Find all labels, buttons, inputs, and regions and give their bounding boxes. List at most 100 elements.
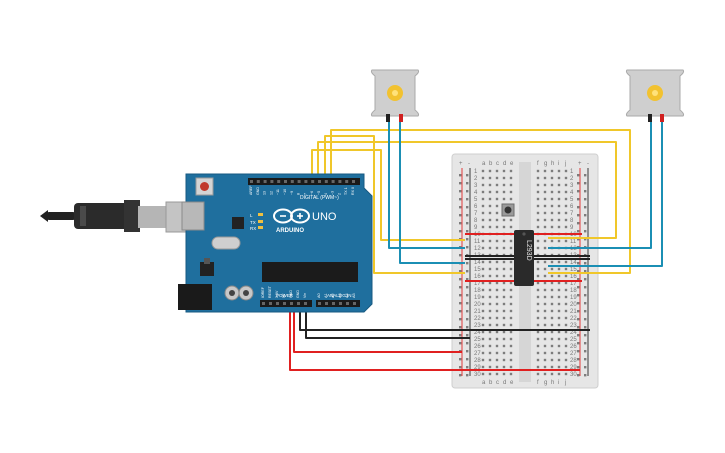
pin-label: 13 bbox=[263, 191, 267, 195]
row-number: 11 bbox=[570, 239, 577, 245]
col-label: i bbox=[558, 380, 559, 386]
row-number: 2 bbox=[474, 176, 478, 182]
row-number: 27 bbox=[570, 351, 577, 357]
digital-header[interactable] bbox=[248, 178, 360, 185]
col-label: f bbox=[537, 380, 539, 386]
usb-cable-icon[interactable] bbox=[40, 200, 201, 233]
pin-label: GND bbox=[289, 290, 293, 298]
row-number: 23 bbox=[570, 323, 577, 329]
motor-left[interactable] bbox=[370, 69, 420, 122]
motor-right[interactable] bbox=[625, 69, 685, 122]
pin-label: RX 0 bbox=[351, 187, 355, 195]
row-number: 5 bbox=[474, 197, 478, 203]
row-number: 8 bbox=[570, 218, 574, 224]
col-label: d bbox=[503, 380, 506, 386]
analog-header[interactable] bbox=[316, 300, 360, 307]
col-label: c bbox=[496, 380, 499, 386]
row-number: 27 bbox=[474, 351, 481, 357]
pin-label: 12 bbox=[269, 191, 273, 195]
col-label: a bbox=[482, 161, 486, 167]
row-number: 3 bbox=[570, 183, 574, 189]
analog-label: ANALOG IN bbox=[327, 293, 352, 298]
pin-label: A5 bbox=[352, 293, 356, 298]
brand-label: ARDUINO bbox=[276, 228, 304, 234]
column-labels-bottom: a b c d e f g h i j bbox=[482, 380, 566, 386]
pin-label: RESET bbox=[268, 285, 272, 298]
row-number: 28 bbox=[474, 358, 481, 364]
motor-terminal-plus bbox=[660, 114, 664, 122]
pin-label: A0 bbox=[317, 293, 321, 298]
pin-label: 7 bbox=[303, 193, 307, 195]
pin-label: 5V bbox=[282, 293, 286, 298]
row-number: 20 bbox=[474, 302, 481, 308]
col-label: c bbox=[496, 161, 499, 167]
pin-label: A2 bbox=[331, 293, 335, 298]
col-label: h bbox=[551, 380, 554, 386]
arduino-uno-board[interactable]: ARDUINO UNO DIGITAL (PWM~) POWER ANALOG … bbox=[178, 173, 373, 313]
pin-label: GND bbox=[296, 290, 300, 298]
row-number: 17 bbox=[474, 281, 481, 287]
row-number: 18 bbox=[570, 288, 577, 294]
row-number: 19 bbox=[570, 295, 577, 301]
pin-label: 4 bbox=[324, 193, 328, 195]
col-label: g bbox=[544, 161, 547, 167]
row-number: 14 bbox=[570, 260, 577, 266]
row-number: 4 bbox=[474, 190, 478, 196]
rail-minus-label: - bbox=[587, 161, 589, 167]
pin-label: ~5 bbox=[317, 191, 321, 195]
col-label: i bbox=[558, 161, 559, 167]
row-number: 30 bbox=[570, 372, 577, 378]
row-number: 17 bbox=[570, 281, 577, 287]
col-label: e bbox=[510, 161, 514, 167]
atmega-chip bbox=[262, 262, 358, 282]
row-number: 6 bbox=[474, 204, 478, 210]
wires[interactable] bbox=[289, 121, 663, 371]
col-label: d bbox=[503, 161, 506, 167]
pin-label: Vin bbox=[303, 293, 307, 298]
row-number: 1 bbox=[474, 169, 478, 175]
pin-label: AREF bbox=[249, 185, 253, 195]
rail-plus-label: + bbox=[459, 161, 463, 167]
row-number: 28 bbox=[570, 358, 577, 364]
row-number: 2 bbox=[570, 176, 574, 182]
motor-terminal-minus bbox=[648, 114, 652, 122]
row-number: 15 bbox=[474, 267, 481, 273]
row-number: 24 bbox=[570, 330, 577, 336]
motor-driver-chip[interactable]: L293D bbox=[514, 230, 534, 286]
col-label: j bbox=[564, 380, 566, 386]
push-button[interactable] bbox=[501, 203, 515, 217]
row-number: 16 bbox=[474, 274, 481, 280]
row-number: 12 bbox=[474, 246, 481, 252]
row-number: 24 bbox=[474, 330, 481, 336]
col-label: b bbox=[489, 380, 493, 386]
row-number: 22 bbox=[474, 316, 481, 322]
row-number: 1 bbox=[570, 169, 574, 175]
col-label: b bbox=[489, 161, 493, 167]
pin-label: TX 1 bbox=[344, 187, 348, 195]
row-number: 26 bbox=[474, 344, 481, 350]
row-number: 9 bbox=[570, 225, 574, 231]
usb-port bbox=[181, 201, 205, 231]
col-label: g bbox=[544, 380, 547, 386]
model-label: UNO bbox=[312, 211, 337, 223]
led-label-tx: TX bbox=[250, 220, 256, 225]
col-label: a bbox=[482, 380, 486, 386]
pin-label: ~6 bbox=[310, 191, 314, 195]
pin-label: ~3 bbox=[331, 191, 335, 195]
col-label: h bbox=[551, 161, 554, 167]
pin-label: ~9 bbox=[290, 191, 294, 195]
pin-label: A1 bbox=[324, 293, 328, 298]
pin-label: ~11 bbox=[276, 189, 280, 195]
row-number: 30 bbox=[474, 372, 481, 378]
pin-label: 3.3V bbox=[275, 290, 279, 298]
row-number: 14 bbox=[474, 260, 481, 266]
rail-plus-label: + bbox=[578, 161, 582, 167]
row-number: 26 bbox=[570, 344, 577, 350]
row-number: 21 bbox=[570, 309, 577, 315]
pin-label: 8 bbox=[297, 193, 301, 195]
row-number: 15 bbox=[570, 267, 577, 273]
pin-label: 2 bbox=[337, 193, 341, 195]
crystal bbox=[211, 236, 241, 250]
